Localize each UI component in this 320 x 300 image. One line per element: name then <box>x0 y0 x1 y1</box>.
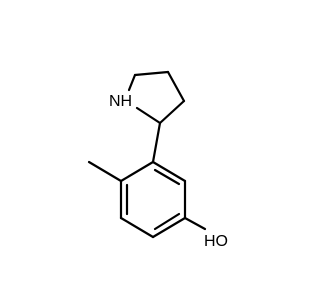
double-bond-2 <box>153 212 181 231</box>
bond-c2-aryl <box>151 121 162 164</box>
bond-ring-3 <box>151 216 187 239</box>
molecule-structure: NH HO <box>87 70 228 250</box>
bond-lines <box>87 70 207 239</box>
bond-c3-c4 <box>166 70 186 103</box>
nitrogen-label: NH <box>109 93 132 110</box>
bond-n-c2 <box>135 106 162 125</box>
double-bond-1 <box>153 168 181 186</box>
bond-ring-4 <box>119 216 155 239</box>
bond-hydroxyl <box>183 216 207 231</box>
bond-c5-n <box>127 73 137 92</box>
bond-ring-1 <box>151 160 187 183</box>
bond-c4-c5 <box>133 70 170 77</box>
bond-methyl <box>87 160 123 183</box>
oxygen-label: HO <box>204 233 228 250</box>
bond-c2-c3 <box>158 99 186 125</box>
bond-ring-6 <box>119 160 155 183</box>
